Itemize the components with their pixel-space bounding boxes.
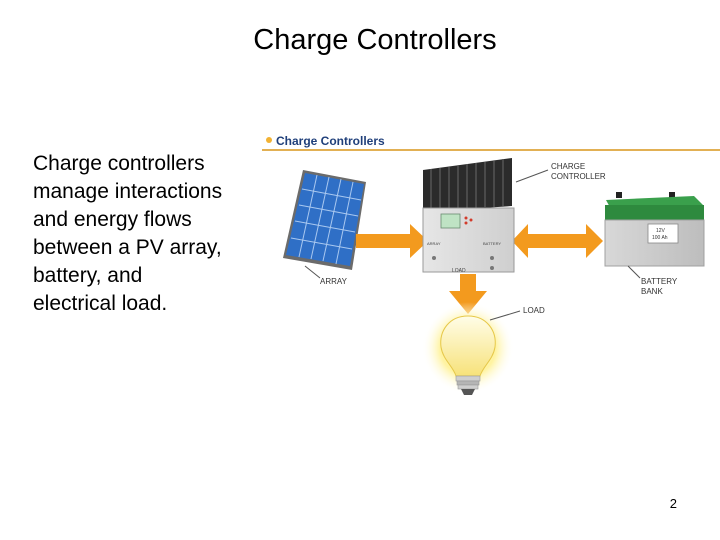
body-line: manage interactions [33, 180, 223, 203]
body-line: battery, and [33, 264, 143, 287]
battery-icon [604, 192, 705, 267]
battery-spec-line2: 100 Ah [652, 235, 668, 241]
charge-controller-diagram: Charge Controllers ARRAY [262, 134, 720, 395]
battery-label-line1: BATTERY [641, 277, 678, 286]
battery-label-line2: BANK [641, 287, 663, 296]
page-number: 2 [669, 496, 677, 511]
array-label: ARRAY [320, 277, 348, 286]
body-line: Charge controllers [33, 152, 205, 175]
arrow-controller-to-load [449, 274, 487, 314]
battery-callout-line [627, 265, 641, 279]
controller-terminal-load: LOAD [452, 268, 466, 274]
charge-controller-icon [422, 158, 515, 273]
controller-terminal-battery: BATTERY [483, 241, 501, 246]
figure-header: Charge Controllers [262, 134, 720, 151]
battery-spec-line1: 12V [656, 228, 666, 234]
body-line: electrical load. [33, 292, 168, 315]
header-bullet-icon [266, 137, 272, 143]
figure-header-text: Charge Controllers [276, 134, 385, 148]
arrow-array-to-controller [356, 224, 428, 258]
slide-title: Charge Controllers [253, 24, 497, 56]
body-line: and energy flows [33, 208, 192, 231]
controller-callout-line [515, 169, 549, 183]
controller-label-line2: CONTROLLER [551, 172, 606, 181]
solar-panel-icon [283, 170, 366, 279]
body-line: between a PV array, [33, 236, 222, 259]
controller-terminal-array: ARRAY [427, 241, 441, 246]
arrow-controller-battery [512, 224, 603, 258]
load-callout-line [489, 310, 521, 321]
light-bulb-icon [422, 302, 514, 395]
controller-label-line1: CHARGE [551, 162, 585, 171]
slide-body-text: Charge controllers manage interactions a… [33, 150, 263, 318]
load-label: LOAD [523, 306, 545, 315]
